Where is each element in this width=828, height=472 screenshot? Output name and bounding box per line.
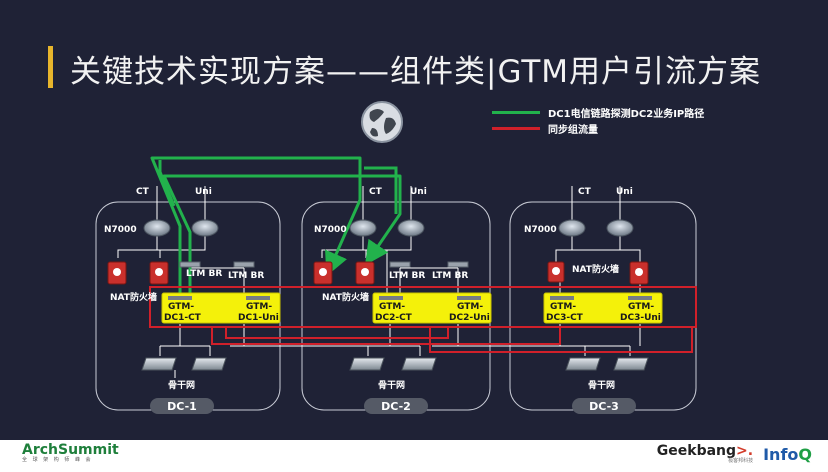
geekbang-logo: Geekbang>. 极客邦科技 [657, 444, 753, 465]
dc1-backbone-label: 骨干网 [168, 380, 195, 391]
dc1-ct-label: CT [136, 187, 150, 197]
dc1-uni-label: Uni [195, 187, 212, 197]
legend: DC1电信链路探测DC2业务IP路径 同步组流量 [492, 104, 704, 136]
archsummit-logo: ArchSummit 全 球 架 构 师 峰 会 [22, 442, 119, 463]
legend-item-red: 同步组流量 [492, 120, 704, 136]
geekbang-b: bang [696, 443, 737, 459]
dc2-ltm2-label: LTM BR [432, 271, 468, 281]
dc2-label: DC-2 [381, 400, 411, 413]
dc1-gtm-ct-top: GTM- [168, 302, 194, 312]
dc3-n7000-label: N7000 [524, 225, 557, 235]
legend-green-label: DC1电信链路探测DC2业务IP路径 [548, 108, 705, 120]
dc1-n7000-label: N7000 [104, 225, 137, 235]
dc2-nat-label: NAT防火墙 [322, 291, 369, 303]
right-logos: Geekbang>. 极客邦科技 InfoQ [657, 444, 812, 465]
dc2-gtm-ct-bottom: DC2-CT [375, 313, 413, 323]
archsummit-sub: 全 球 架 构 师 峰 会 [22, 457, 93, 463]
dc2-uni-label: Uni [410, 187, 427, 197]
archsummit-text: ArchSummit [22, 442, 119, 458]
switch-icon [141, 357, 649, 371]
dc1-gtm-uni-top: GTM- [246, 302, 272, 312]
dc2-ct-label: CT [369, 187, 383, 197]
dc1-label: DC-1 [167, 400, 197, 413]
dc2-n7000-label: N7000 [314, 225, 347, 235]
geekbang-a: Geek [656, 443, 697, 459]
dc3-uni-label: Uni [616, 187, 633, 197]
globe-icon [361, 101, 403, 143]
legend-green-line [492, 110, 540, 114]
geekbang-c: >. [736, 443, 754, 459]
dc2-gtm-uni-top: GTM- [457, 302, 483, 312]
dc3-gtm-uni-top: GTM- [628, 302, 654, 312]
slide-title: 关键技术实现方案——组件类|GTM用户引流方案 [70, 54, 762, 90]
dc1-gtm-uni-bottom: DC1-Uni [238, 313, 279, 323]
legend-red-label: 同步组流量 [548, 124, 598, 136]
dc1-ltm2-label: LTM BR [228, 271, 264, 281]
dc2-gtm-ct-top: GTM- [379, 302, 405, 312]
dc1-gtm-ct-bottom: DC1-CT [164, 313, 202, 323]
geekbang-sub: 极客邦科技 [728, 458, 754, 464]
dc2-ltm1-label: LTM BR [389, 271, 425, 281]
title-accent-bar [48, 46, 53, 88]
infoq-b: Q [798, 445, 812, 464]
infoq-a: Info [763, 445, 799, 464]
network-diagram: DC-1 DC-2 DC-3 [95, 101, 697, 414]
footer [0, 440, 828, 472]
dc3-nat-label: NAT防火墙 [572, 263, 619, 275]
dc2-backbone-label: 骨干网 [378, 380, 405, 391]
dc3-label: DC-3 [589, 400, 619, 413]
infoq-logo: InfoQ [763, 445, 812, 464]
dc2-gtm-uni-bottom: DC2-Uni [449, 313, 490, 323]
router-icon [143, 219, 634, 237]
dc3-gtm-ct-bottom: DC3-CT [546, 313, 584, 323]
slide: 关键技术实现方案——组件类|GTM用户引流方案 DC1电信链路探测DC2业务IP… [48, 46, 762, 414]
dc3-gtm-uni-bottom: DC3-Uni [620, 313, 661, 323]
dc3-gtm-ct-top: GTM- [550, 302, 576, 312]
dc1-ltm1-label: LTM BR [186, 269, 222, 279]
legend-item-green: DC1电信链路探测DC2业务IP路径 [492, 104, 704, 120]
dc3-ct-label: CT [578, 187, 592, 197]
dc1-nat-label: NAT防火墙 [110, 291, 157, 303]
legend-red-line [492, 126, 540, 130]
dc3-backbone-label: 骨干网 [588, 380, 615, 391]
